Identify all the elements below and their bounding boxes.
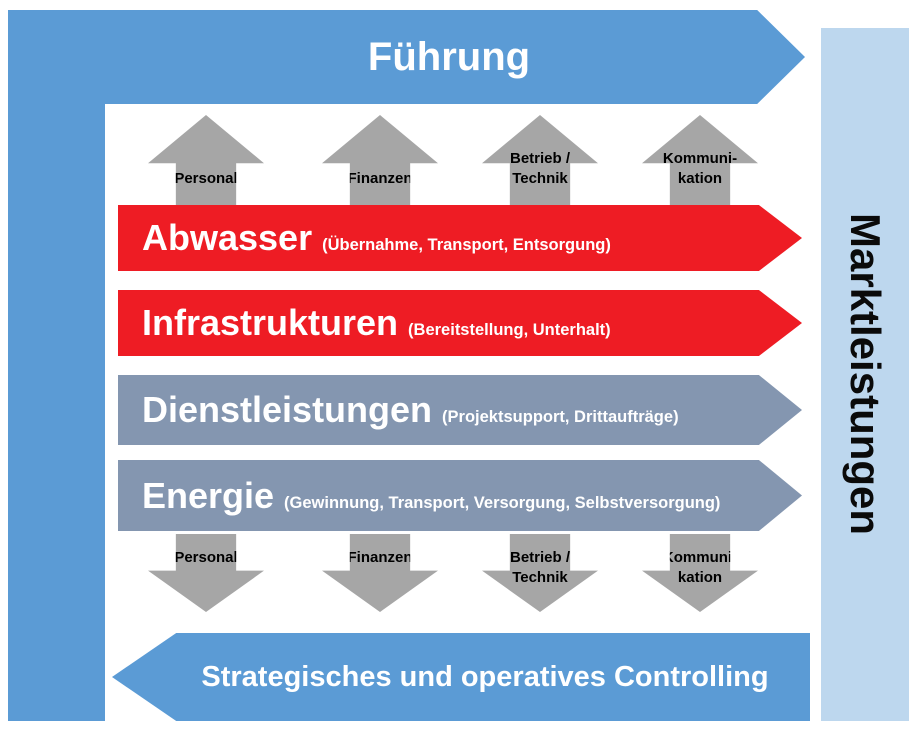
- process-detail: (Gewinnung, Transport, Versorgung, Selbs…: [284, 493, 721, 512]
- support-label-finanzen: Finanzen: [347, 549, 413, 566]
- frame-left-bar: [8, 10, 105, 721]
- support-label-kommunikation: Kommuni- kation: [662, 150, 738, 187]
- support-label-personal: Personal: [174, 169, 238, 187]
- controlling-arrow: Strategisches und operatives Controlling: [112, 633, 810, 721]
- support-label-finanzen: Finanzen: [347, 169, 413, 187]
- support-arrow-down-finanzen: Finanzen: [322, 534, 438, 612]
- support-label-betrieb-technik: Betrieb / Technik: [509, 549, 570, 586]
- controlling-label: Strategisches und operatives Controlling: [201, 660, 769, 693]
- support-arrow-down-betrieb-technik: Betrieb / Technik: [482, 534, 598, 612]
- marktleistungen-bar: Marktleistungen: [821, 28, 909, 721]
- support-label-betrieb-technik: Betrieb / Technik: [509, 150, 570, 187]
- fuehrung-label: Führung: [367, 34, 531, 79]
- support-arrow-down-kommunikation: Kommuni- kation: [642, 534, 758, 612]
- process-arrow-energie: Energie (Gewinnung, Transport, Versorgun…: [118, 460, 802, 531]
- process-name: Abwasser: [142, 217, 313, 258]
- process-text: Dienstleistungen (Projektsupport, Dritta…: [142, 389, 679, 431]
- process-arrow-infrastrukturen: Infrastrukturen (Bereitstellung, Unterha…: [118, 290, 802, 356]
- support-label-kommunikation: Kommuni- kation: [662, 549, 738, 586]
- process-name: Dienstleistungen: [142, 389, 433, 430]
- support-arrow-down-personal: Personal: [148, 534, 264, 612]
- process-detail: (Übernahme, Transport, Entsorgung): [322, 236, 611, 254]
- process-text: Energie (Gewinnung, Transport, Versorgun…: [142, 475, 720, 517]
- support-label-personal: Personal: [174, 549, 238, 566]
- process-name: Energie: [142, 474, 275, 516]
- process-arrow-abwasser: Abwasser (Übernahme, Transport, Entsorgu…: [118, 205, 802, 271]
- marktleistungen-label: Marktleistungen: [842, 213, 889, 536]
- support-arrow-up-personal: Personal: [148, 115, 264, 206]
- fuehrung-arrow: Führung: [8, 10, 805, 104]
- process-detail: (Projektsupport, Drittaufträge): [442, 408, 679, 426]
- support-arrow-up-betrieb-technik: Betrieb / Technik: [482, 115, 598, 206]
- process-text: Abwasser (Übernahme, Transport, Entsorgu…: [142, 217, 611, 259]
- support-arrow-up-kommunikation: Kommuni- kation: [642, 115, 758, 206]
- process-detail: (Bereitstellung, Unterhalt): [408, 321, 611, 339]
- process-arrow-dienstleistungen: Dienstleistungen (Projektsupport, Dritta…: [118, 375, 802, 445]
- process-name: Infrastrukturen: [142, 302, 399, 343]
- support-arrow-up-finanzen: Finanzen: [322, 115, 438, 206]
- process-text: Infrastrukturen (Bereitstellung, Unterha…: [142, 302, 611, 344]
